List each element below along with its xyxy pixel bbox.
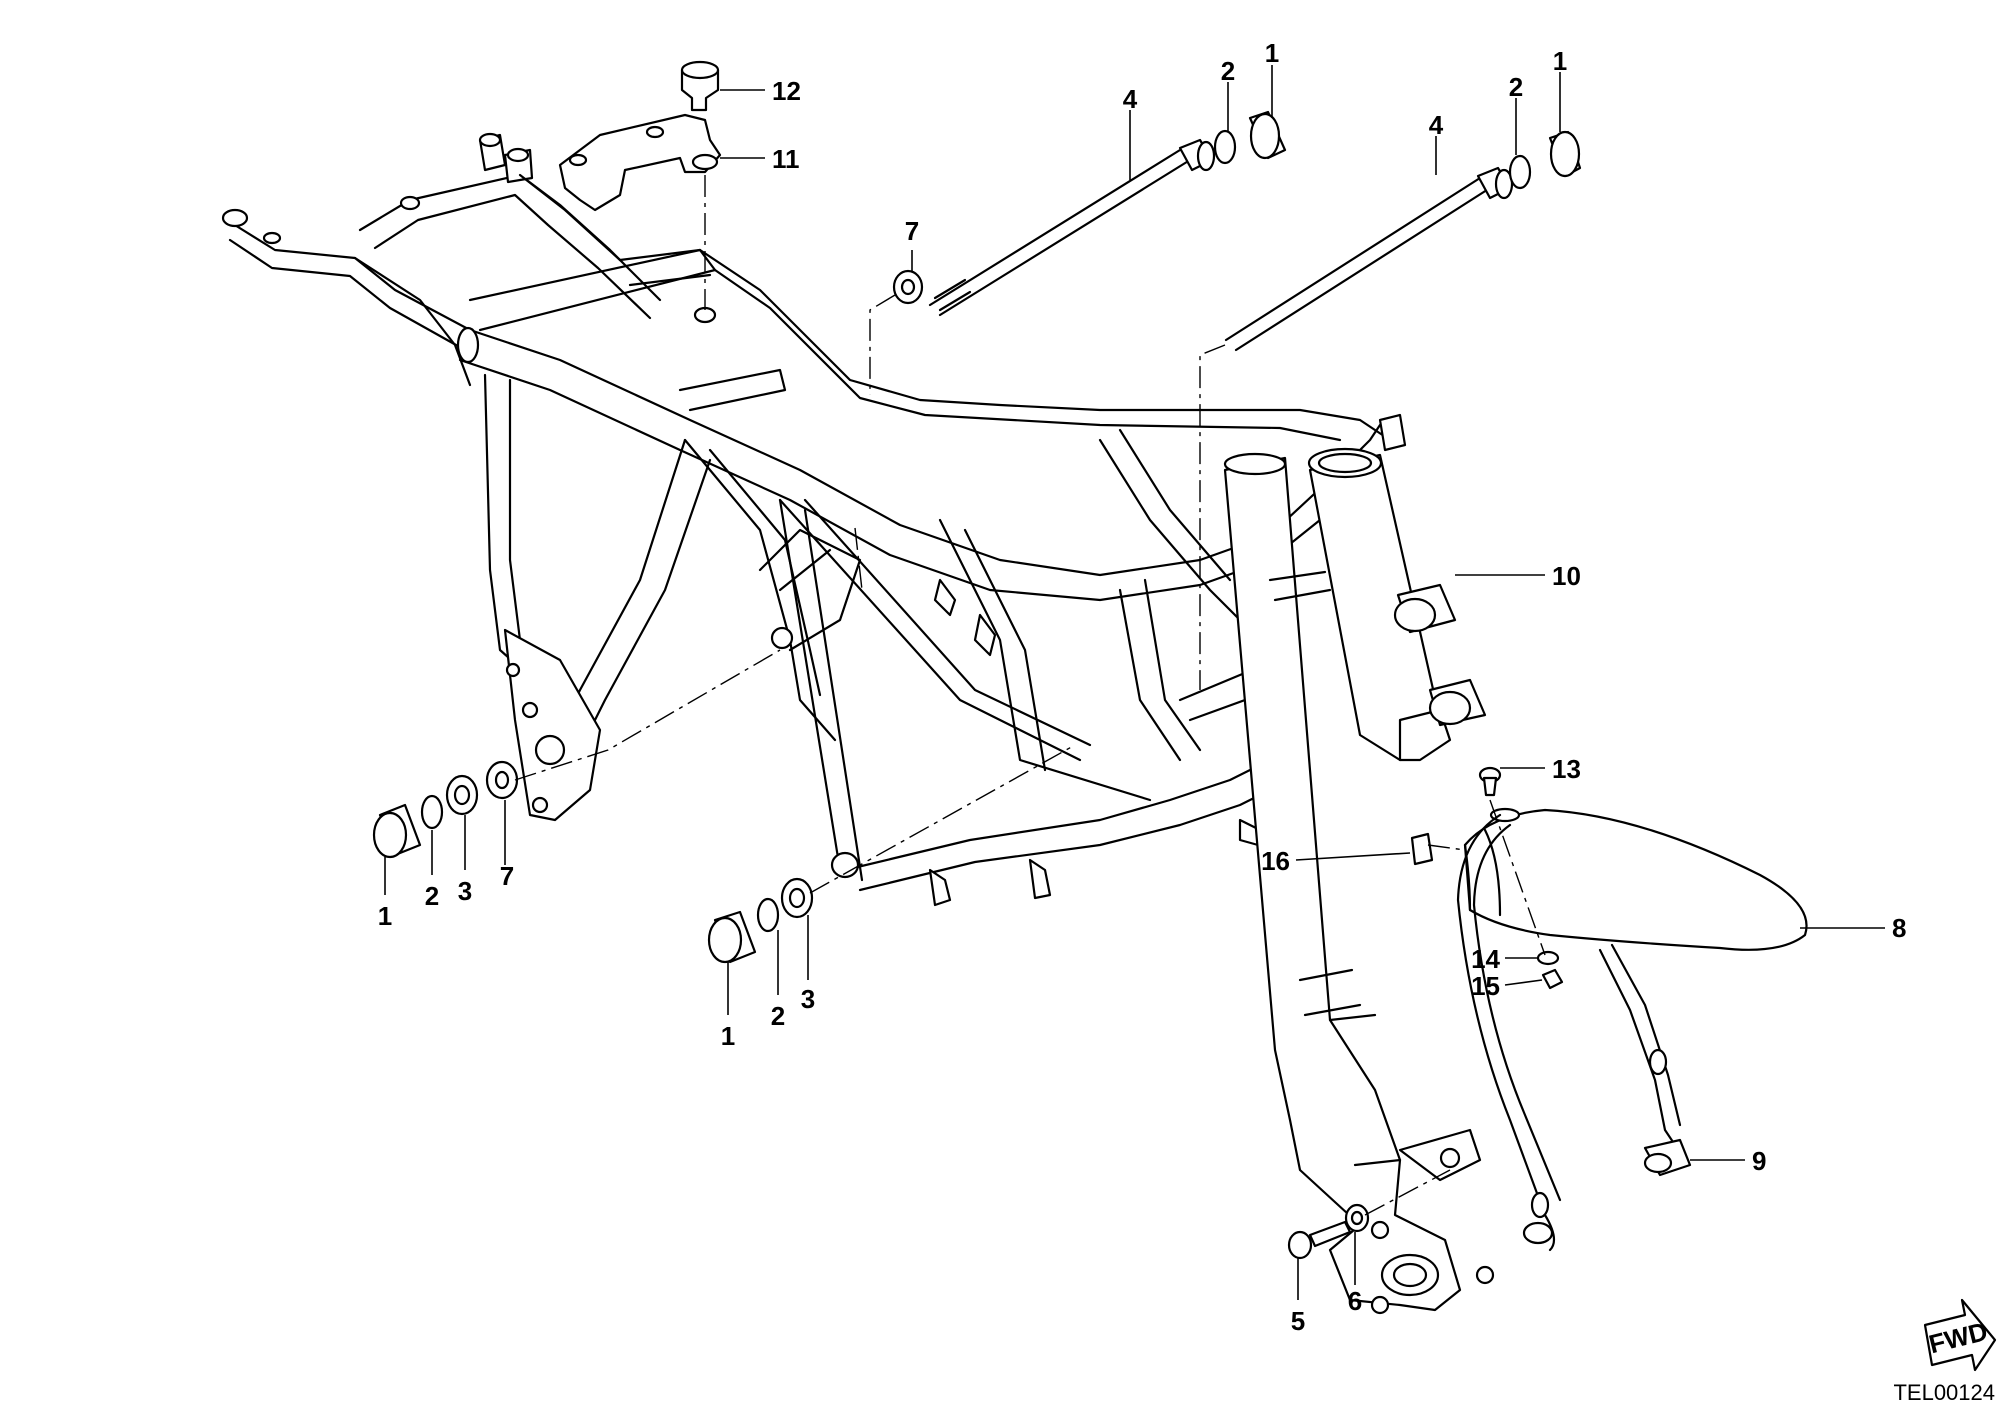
callout-1: 1 [721, 1021, 735, 1051]
callout-5: 5 [1291, 1306, 1305, 1336]
callout-3: 3 [801, 984, 815, 1014]
front-fender [1463, 807, 1808, 951]
callout-13: 13 [1552, 754, 1581, 784]
callout-2: 2 [1221, 56, 1235, 86]
callout-6: 6 [1348, 1286, 1362, 1316]
drawing-code: TEL00124 [1893, 1380, 1995, 1405]
callouts: 1 2 4 1 2 4 12 11 7 10 13 16 8 14 15 9 1… [378, 38, 1907, 1336]
callout-1: 1 [1265, 38, 1279, 68]
front-fork-leg [1223, 452, 1495, 1315]
callout-2: 2 [1509, 72, 1523, 102]
callout-8: 8 [1892, 913, 1906, 943]
callout-12: 12 [772, 76, 801, 106]
callout-10: 10 [1552, 561, 1581, 591]
fwd-arrow: FWD [1923, 1298, 1997, 1372]
callout-3: 3 [458, 876, 472, 906]
callout-2: 2 [425, 881, 439, 911]
callout-4: 4 [1429, 110, 1444, 140]
leader-lines [384, 65, 1885, 1300]
callout-9: 9 [1752, 1146, 1766, 1176]
callout-14: 14 [1471, 944, 1500, 974]
callout-15: 15 [1471, 971, 1500, 1001]
main-frame [221, 132, 1487, 907]
callout-7: 7 [905, 216, 919, 246]
assembly-lines [514, 175, 1546, 1216]
callout-4: 4 [1123, 84, 1138, 114]
callout-2: 2 [771, 1001, 785, 1031]
small-parts [372, 60, 1582, 1260]
callout-1: 1 [378, 901, 392, 931]
fender-bracket [1456, 813, 1692, 1252]
callout-16: 16 [1261, 846, 1290, 876]
callout-1: 1 [1553, 46, 1567, 76]
callout-7: 7 [500, 861, 514, 891]
callout-11: 11 [772, 144, 800, 174]
